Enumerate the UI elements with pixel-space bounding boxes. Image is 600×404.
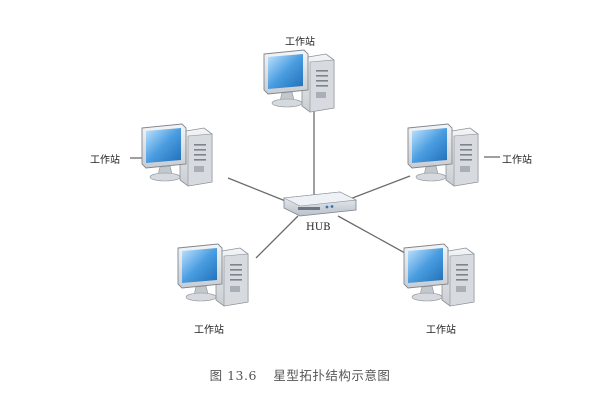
screen	[182, 248, 217, 283]
link-lower-left	[255, 215, 299, 259]
workstation-lower-right	[403, 243, 475, 307]
figure-title: 星型拓扑结构示意图	[273, 368, 391, 383]
screen	[412, 128, 447, 163]
workstation-label-upper-right: 工作站	[502, 155, 532, 166]
screen	[146, 128, 181, 163]
hub-device	[282, 191, 358, 217]
figure-caption: 图 13.6 星型拓扑结构示意图	[0, 365, 600, 384]
workstation-label-upper-left: 工作站	[90, 155, 120, 166]
link-upper-left	[227, 177, 289, 203]
link-lower-right	[337, 215, 415, 259]
workstation-top	[263, 49, 335, 113]
workstation-upper-left	[141, 123, 213, 187]
workstation-lower-left	[177, 243, 249, 307]
workstation-upper-right	[407, 123, 479, 187]
screen	[408, 248, 443, 283]
workstation-label-lower-left: 工作站	[194, 325, 224, 336]
workstation-label-top: 工作站	[285, 37, 315, 48]
workstations	[141, 49, 479, 307]
hub-label: HUB	[306, 222, 331, 233]
workstation-label-lower-right: 工作站	[426, 325, 456, 336]
link-upper-right	[341, 175, 411, 203]
screen	[268, 54, 303, 89]
connection-lines	[130, 110, 500, 259]
figure-number: 图 13.6	[209, 368, 257, 383]
